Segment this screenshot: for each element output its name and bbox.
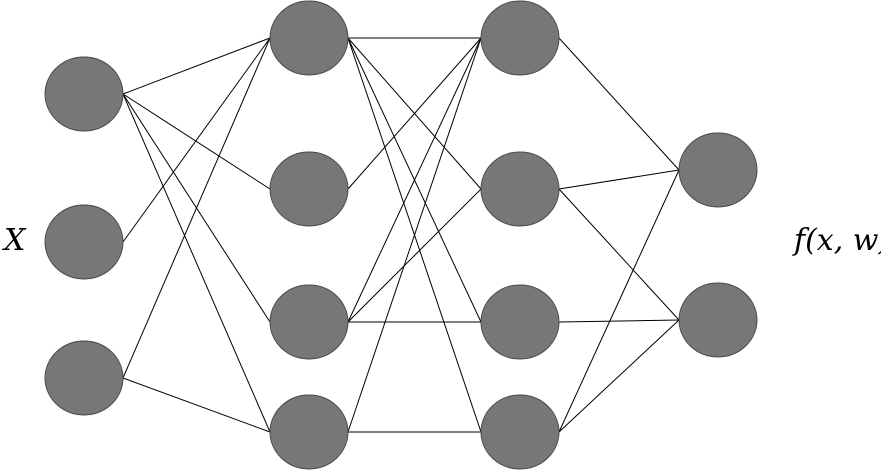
connection-input-1-to-hidden-1-1 <box>122 37 271 95</box>
output-label: f(x, w) <box>792 223 881 258</box>
node-output-2 <box>678 282 758 358</box>
node-input-2 <box>44 204 124 280</box>
connection-hidden-2-4-to-output-1 <box>558 169 680 433</box>
connection-hidden-1-2-to-hidden-2-1 <box>347 37 482 190</box>
node-hidden-2-1 <box>480 0 560 76</box>
node-hidden-2-2 <box>480 151 560 227</box>
connection-hidden-2-2-to-output-1 <box>558 169 680 190</box>
connection-hidden-1-3-to-hidden-2-2 <box>347 188 482 323</box>
connection-layer <box>122 37 680 433</box>
node-hidden-2-4 <box>480 394 560 470</box>
node-input-3 <box>44 340 124 416</box>
connection-hidden-1-3-to-hidden-2-1 <box>347 37 482 323</box>
node-hidden-1-3 <box>269 284 349 360</box>
connection-input-2-to-hidden-1-1 <box>122 37 271 243</box>
node-output-1 <box>678 132 758 208</box>
connection-hidden-1-4-to-hidden-2-1 <box>347 37 482 433</box>
node-hidden-2-3 <box>480 284 560 360</box>
connection-hidden-2-1-to-output-1 <box>558 37 680 171</box>
node-hidden-1-2 <box>269 151 349 227</box>
connection-input-1-to-hidden-1-2 <box>122 93 271 190</box>
input-label: X <box>2 223 27 258</box>
connection-hidden-2-2-to-output-2 <box>558 188 680 321</box>
connection-input-3-to-hidden-1-4 <box>122 377 271 433</box>
node-hidden-1-1 <box>269 0 349 76</box>
connection-hidden-2-3-to-output-2 <box>558 319 680 323</box>
connection-input-3-to-hidden-1-1 <box>122 37 271 379</box>
connection-input-1-to-hidden-1-4 <box>122 93 271 433</box>
node-hidden-1-4 <box>269 394 349 470</box>
neuron-layer <box>44 0 758 470</box>
node-input-1 <box>44 56 124 132</box>
connection-hidden-2-4-to-output-2 <box>558 319 680 433</box>
